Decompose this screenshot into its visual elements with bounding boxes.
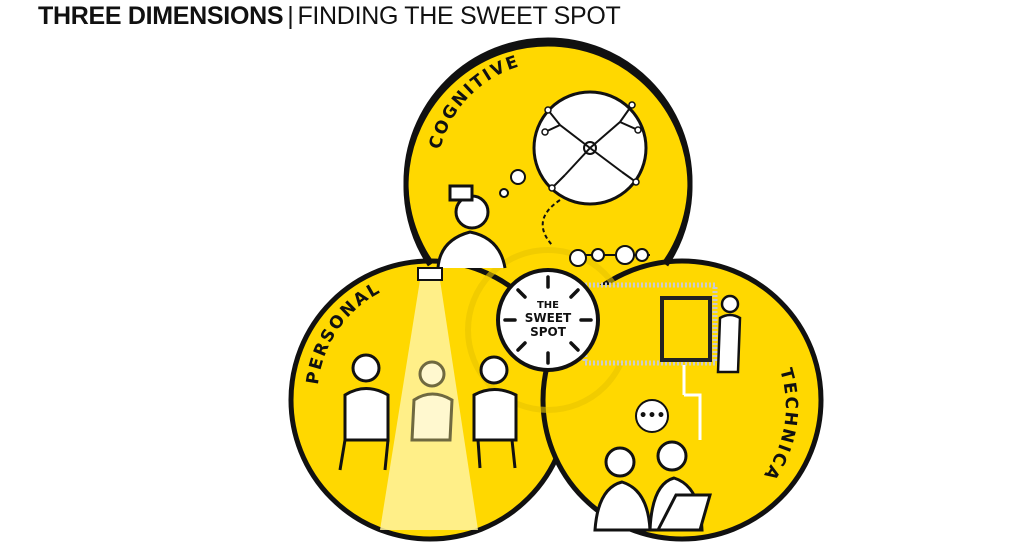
thinking-person-icon xyxy=(436,184,507,269)
sweet-spot-badge: THE SWEET SPOT xyxy=(496,268,600,372)
speech-bubble-icon: ••• xyxy=(635,399,669,433)
seated-people-icon xyxy=(338,353,518,471)
title-subtitle: FINDING THE SWEET SPOT xyxy=(297,2,621,30)
svg-text:•••: ••• xyxy=(639,408,666,424)
sweet-spot-line3: SPOT xyxy=(530,325,567,339)
sweet-spot-line1: THE xyxy=(537,300,559,311)
people-with-laptop-icon xyxy=(593,440,712,532)
presenter-icon xyxy=(716,294,742,374)
title-separator: | xyxy=(287,2,294,30)
sweet-spot-line2: SWEET xyxy=(525,311,572,325)
workshop-board xyxy=(582,282,718,440)
title-bold: THREE DIMENSIONS xyxy=(38,2,284,30)
mind-map-icon xyxy=(499,90,648,246)
page-title: THREE DIMENSIONS|FINDING THE SWEET SPOT xyxy=(38,2,621,31)
process-steps-icon xyxy=(569,245,650,267)
